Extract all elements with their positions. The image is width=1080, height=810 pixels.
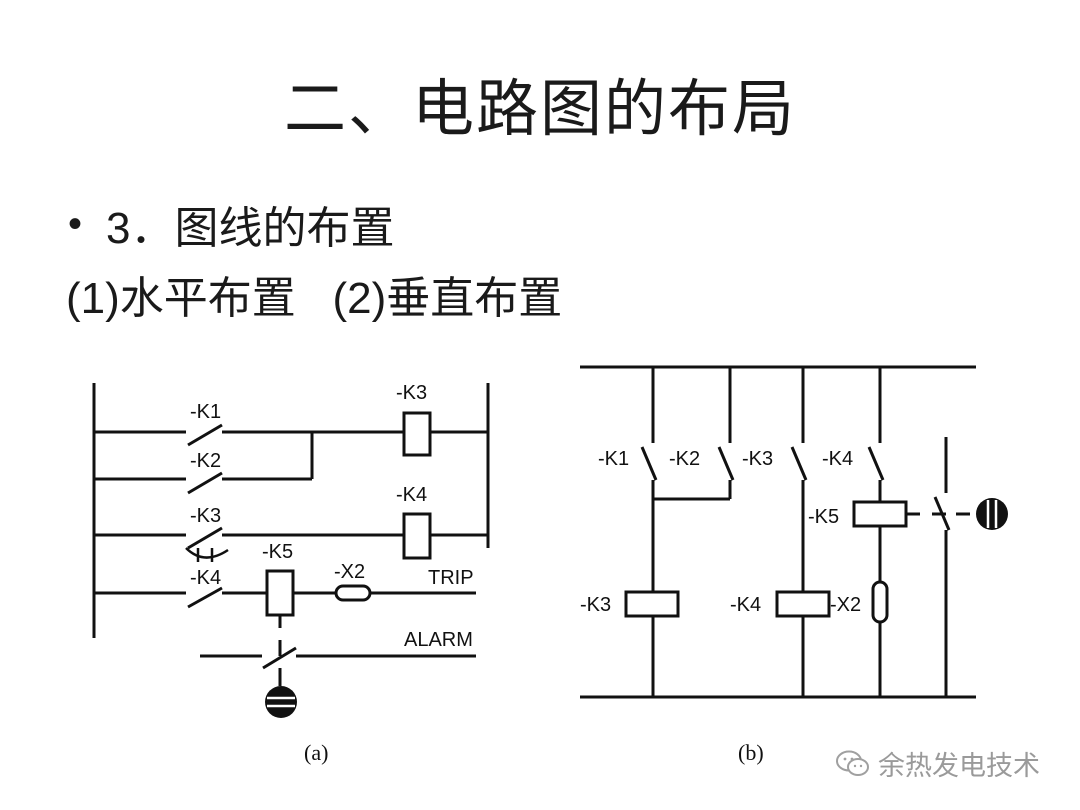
b-horn-icon (976, 498, 1008, 530)
a-label-trip: TRIP (428, 567, 474, 589)
sub-heading-vertical: (2)垂直布置 (332, 274, 563, 323)
a-label-x2: -X2 (334, 561, 365, 583)
b-label-k2: -K2 (669, 448, 700, 470)
sub-heading-horizontal: (1)水平布置 (66, 274, 296, 323)
b-label-k4-contact: -K4 (822, 448, 853, 470)
a-k1-contact (187, 423, 223, 447)
a-horn-icon (265, 686, 297, 718)
bullet-heading: • 3．图线的布置 (68, 192, 395, 256)
a-k2-contact (187, 471, 223, 495)
a-label-k4-coil: -K4 (396, 484, 427, 506)
a-k4-coil (402, 512, 432, 560)
b-label-x2: -X2 (830, 594, 861, 616)
a-label-k2: -K2 (190, 450, 221, 472)
wechat-icon (836, 750, 869, 776)
b-label-k5: -K5 (808, 506, 839, 528)
a-label-k4-contact: -K4 (190, 567, 221, 589)
b-k3-coil (624, 590, 680, 618)
a-caption: (a) (304, 740, 328, 765)
a-label-k5: -K5 (262, 541, 293, 563)
a-label-k3-contact: -K3 (190, 505, 221, 527)
b-k4-coil (775, 590, 831, 618)
b-caption: (b) (738, 740, 764, 765)
a-label-k1: -K1 (190, 401, 221, 423)
a-k5-coil (265, 569, 295, 617)
b-k1-contact (640, 446, 658, 481)
b-x2-indicator (871, 580, 889, 624)
bullet-text: 3．图线的布置 (106, 204, 395, 253)
b-k4-contact (867, 446, 885, 481)
a-x2-indicator (334, 584, 372, 602)
b-label-k3-contact: -K3 (742, 448, 773, 470)
b-k2-contact (717, 446, 735, 481)
b-k5-contact (933, 496, 951, 531)
sub-heading: (1)水平布置 (2)垂直布置 (66, 262, 562, 326)
a-label-alarm: ALARM (404, 629, 473, 651)
b-label-k4-coil: -K4 (730, 594, 761, 616)
bullet-dot: • (68, 201, 83, 246)
a-k4-contact (187, 586, 223, 609)
diagram-a (92, 383, 490, 686)
watermark: 余热发电技术 (836, 744, 1040, 783)
a-label-k3-coil: -K3 (396, 382, 427, 404)
a-k3-contact (187, 526, 223, 550)
a-latch (185, 547, 229, 559)
a-k3-coil (402, 411, 432, 457)
slide-title: 二、电路图的布局 (283, 72, 796, 145)
b-label-k1: -K1 (598, 448, 629, 470)
b-label-k3-coil: -K3 (580, 594, 611, 616)
watermark-text: 余热发电技术 (878, 751, 1040, 782)
b-k5-coil (852, 500, 908, 528)
b-k3-contact (790, 446, 808, 481)
diagram-b (580, 365, 976, 699)
